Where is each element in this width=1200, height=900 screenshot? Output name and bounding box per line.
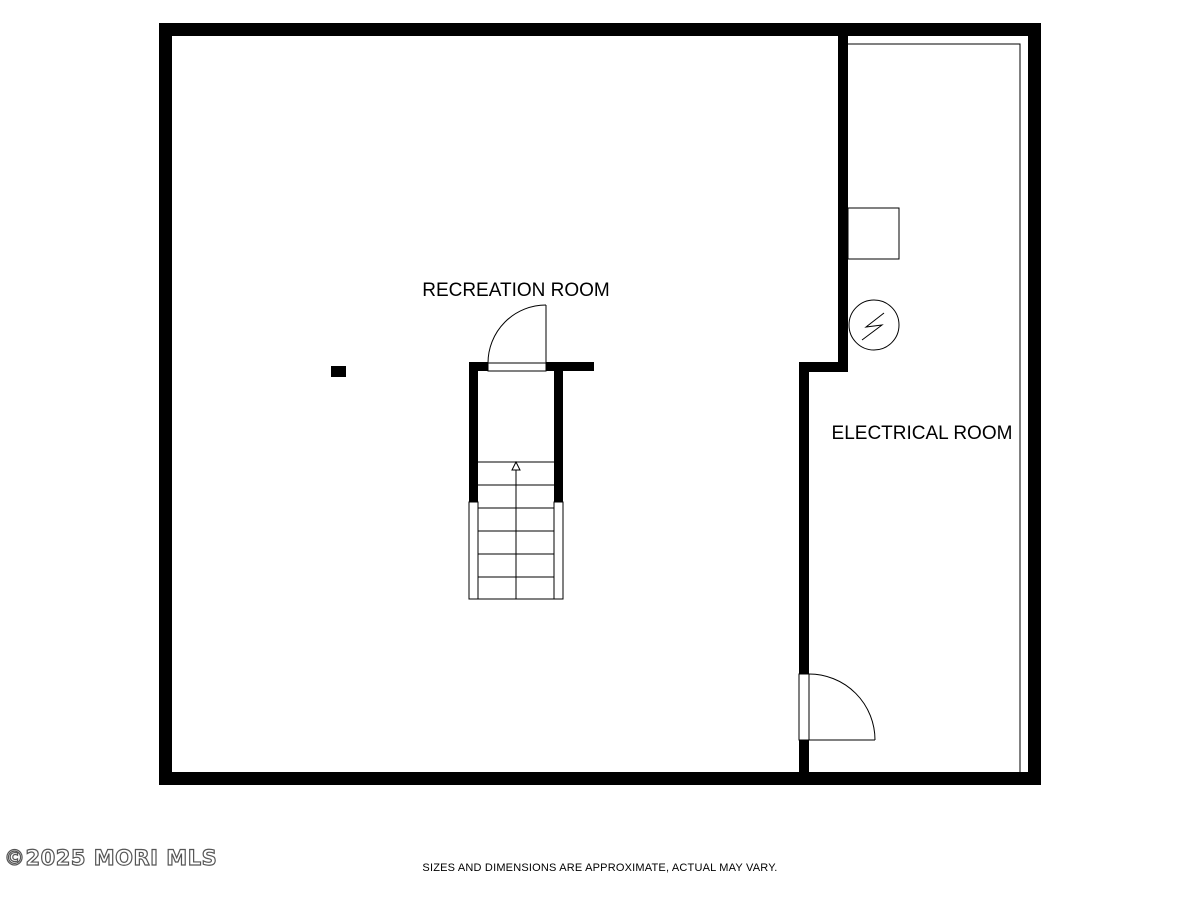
wall-bottom: [159, 772, 1041, 785]
wall-left: [159, 23, 172, 785]
electrical-inner-lines: [848, 43, 1021, 772]
electrical-room-door[interactable]: [798, 673, 876, 741]
support-post: [331, 366, 346, 377]
stair-rail-right: [553, 501, 564, 600]
wall-partition-step: [799, 362, 848, 372]
staircase: [468, 461, 564, 600]
stair-rail-left: [468, 501, 479, 600]
stairwell-door[interactable]: [487, 304, 547, 372]
copyright-watermark: ©2025 MORI MLS: [3, 845, 218, 870]
wall-top: [159, 23, 1041, 36]
stair-wall-top-right: [546, 362, 594, 371]
wall-partition-lower-b: [799, 740, 809, 785]
recreation-room-label: RECREATION ROOM: [422, 280, 610, 301]
dimensions-disclaimer: SIZES AND DIMENSIONS ARE APPROXIMATE, AC…: [422, 862, 778, 874]
stair-wall-top-left: [469, 362, 488, 371]
wall-partition-lower-a: [799, 362, 809, 674]
electrical-appliance-box: [847, 207, 900, 260]
outer-walls: [159, 23, 1041, 785]
wall-partition-upper: [838, 23, 848, 372]
lightning-icon: [848, 299, 900, 351]
arrow-up-icon: [511, 460, 521, 471]
electrical-room-label: ELECTRICAL ROOM: [832, 423, 1013, 444]
electrical-room-walls: [799, 23, 848, 785]
stairwell-walls: [469, 362, 594, 502]
stair-wall-left: [469, 362, 478, 502]
wall-right: [1028, 23, 1041, 785]
stair-wall-right: [554, 362, 563, 502]
